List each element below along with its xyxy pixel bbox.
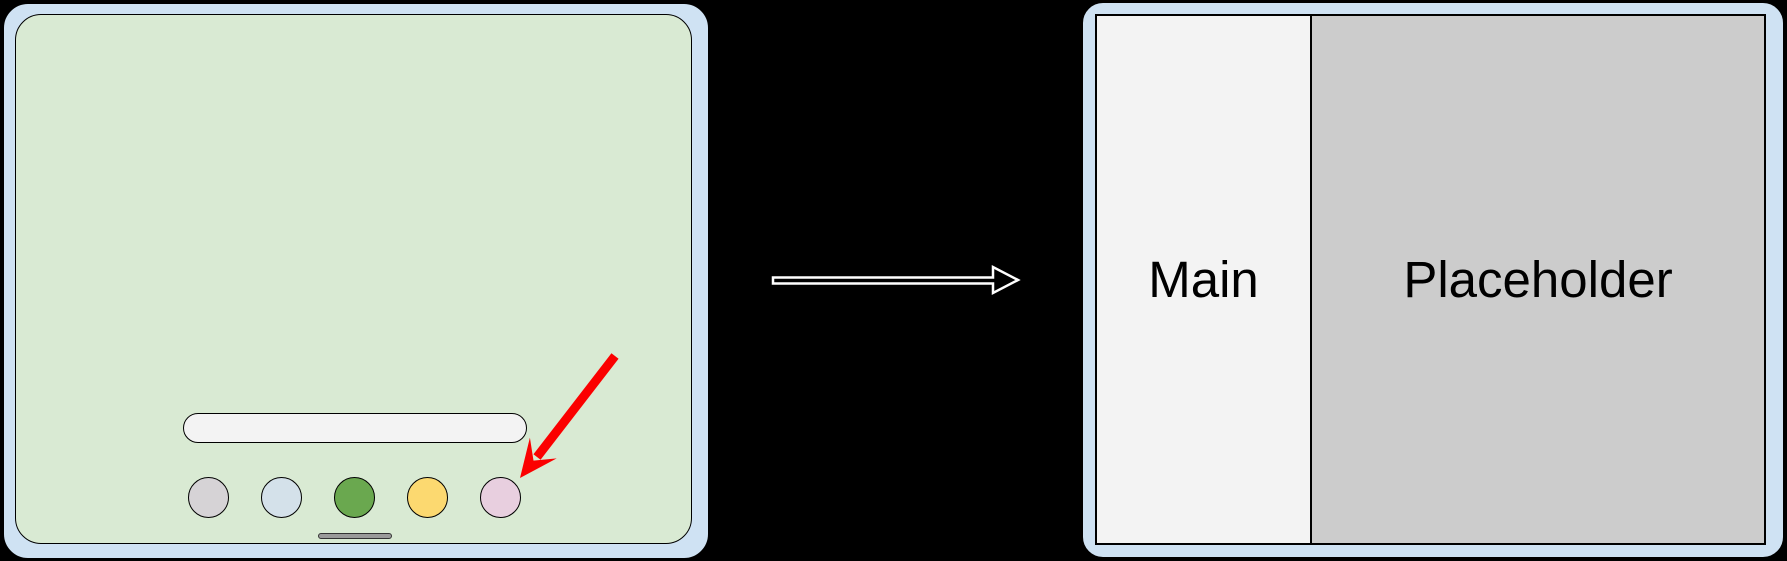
- search-bar: [183, 413, 527, 443]
- tablet-after-frame: Main Placeholder: [1081, 1, 1785, 559]
- home-indicator: [318, 533, 392, 539]
- transition-arrow: [771, 264, 1021, 296]
- split-screen: Main Placeholder: [1095, 14, 1766, 545]
- main-pane: Main: [1097, 16, 1312, 543]
- placeholder-pane: Placeholder: [1312, 16, 1764, 543]
- placeholder-pane-label: Placeholder: [1403, 251, 1673, 308]
- blue-app-icon: [261, 477, 302, 518]
- home-screen: [15, 14, 692, 544]
- green-app-icon: [334, 477, 375, 518]
- yellow-app-icon: [407, 477, 448, 518]
- gray-app-icon: [188, 477, 229, 518]
- pink-app-icon: [480, 477, 521, 518]
- main-pane-label: Main: [1148, 251, 1259, 308]
- tablet-before-frame: [2, 2, 710, 560]
